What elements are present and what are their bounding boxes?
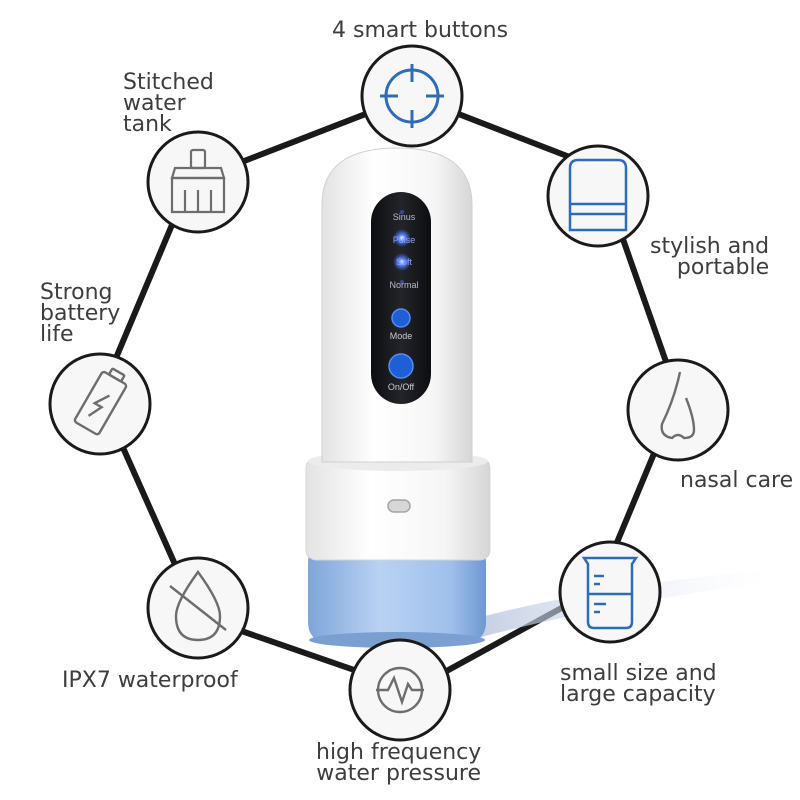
feature-pressure	[348, 638, 452, 742]
mode-label-pulse: Pulse	[393, 235, 416, 245]
led-soft	[393, 253, 411, 271]
label-water-tank: Stitched water tank	[123, 70, 214, 137]
label-smart-buttons: 4 smart buttons	[332, 18, 509, 43]
mode-label-sinus: Sinus	[393, 212, 416, 222]
mode-label-normal: Normal	[389, 280, 418, 290]
mode-label-soft: Soft	[396, 257, 413, 267]
usb-port	[387, 499, 411, 513]
feature-smart-buttons	[360, 44, 464, 148]
label-battery: Strong battery life	[40, 280, 121, 347]
feature-capacity	[558, 540, 662, 644]
label-capacity: small size and large capacity	[560, 661, 717, 707]
mode-button[interactable]	[391, 308, 411, 328]
brush-icon	[170, 148, 226, 214]
feature-battery	[48, 352, 152, 456]
beaker-icon	[581, 556, 639, 630]
control-panel	[371, 192, 431, 404]
power-button[interactable]	[388, 353, 414, 379]
led-pulse	[393, 229, 411, 247]
device-icon	[568, 158, 628, 232]
feature-nasal	[626, 358, 730, 462]
nasal-irrigator-device: Sinus Pulse Soft Normal Mode On/Off	[305, 147, 491, 648]
feature-waterproof	[146, 556, 250, 660]
crosshair-icon	[380, 64, 444, 128]
water-drop-icon	[169, 569, 227, 642]
water-tank-base	[308, 540, 486, 645]
mode-button-label: Mode	[390, 331, 413, 341]
label-portable: stylish and portable	[650, 234, 770, 280]
pulse-icon	[376, 666, 424, 714]
label-waterproof: IPX7 waterproof	[62, 668, 238, 693]
feature-water-tank	[146, 130, 250, 234]
battery-icon	[73, 367, 128, 436]
label-nasal: nasal care	[680, 468, 794, 493]
label-pressure: high frequency water pressure	[316, 740, 482, 786]
power-button-label: On/Off	[388, 382, 415, 392]
nose-icon	[660, 371, 696, 440]
feature-portable	[546, 144, 650, 248]
